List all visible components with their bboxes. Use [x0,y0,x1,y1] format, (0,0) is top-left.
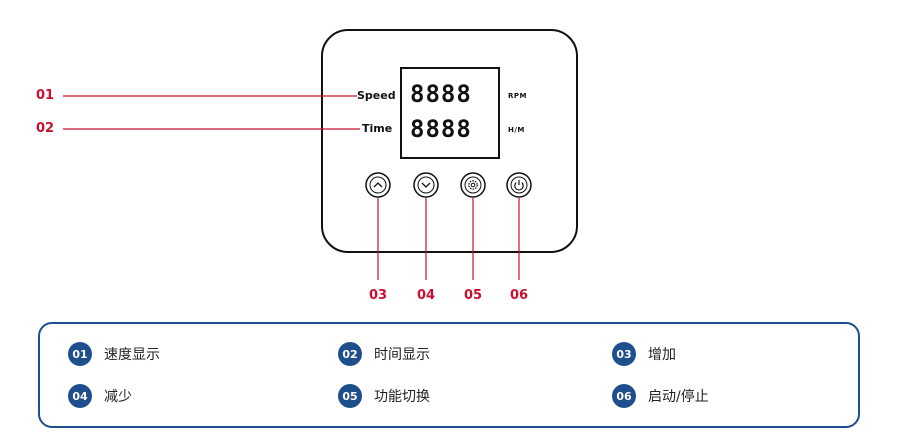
time-label: Time [362,122,393,135]
legend-item-decrease: 04 减少 [68,384,132,408]
legend-text: 启动/停止 [648,389,709,405]
callout-02: 02 [36,121,55,136]
decrease-button[interactable] [413,172,439,198]
legend-item-start-stop: 06 启动/停止 [612,384,709,408]
legend-box: 01 速度显示 02 时间显示 03 增加 04 减少 05 功能切换 06 启… [38,322,860,428]
legend-item-increase: 03 增加 [612,342,676,366]
power-icon [514,180,524,191]
display-window [400,67,500,159]
start-stop-button[interactable] [506,172,532,198]
speed-label: Speed [357,89,396,102]
legend-badge: 06 [612,384,636,408]
gear-icon [468,180,478,190]
time-display: 8888 [410,115,472,143]
callout-06: 06 [510,288,529,303]
legend-item-function-switch: 05 功能切换 [338,384,430,408]
legend-item-time-display: 02 时间显示 [338,342,430,366]
callout-01: 01 [36,88,55,103]
legend-badge: 04 [68,384,92,408]
callout-05: 05 [464,288,483,303]
time-unit: H/M [508,126,525,134]
legend-badge: 01 [68,342,92,366]
speed-unit: RPM [508,92,527,100]
legend-text: 速度显示 [104,347,160,363]
legend-badge: 03 [612,342,636,366]
legend-badge: 05 [338,384,362,408]
legend-text: 减少 [104,389,132,405]
chevron-down-icon [421,182,431,188]
speed-display: 8888 [410,80,472,108]
legend-item-speed-display: 01 速度显示 [68,342,160,366]
callout-04: 04 [417,288,436,303]
legend-badge: 02 [338,342,362,366]
legend-text: 时间显示 [374,347,430,363]
increase-button[interactable] [365,172,391,198]
function-switch-button[interactable] [460,172,486,198]
callout-03: 03 [369,288,388,303]
chevron-up-icon [373,182,383,188]
legend-text: 增加 [648,347,676,363]
legend-text: 功能切换 [374,389,430,405]
